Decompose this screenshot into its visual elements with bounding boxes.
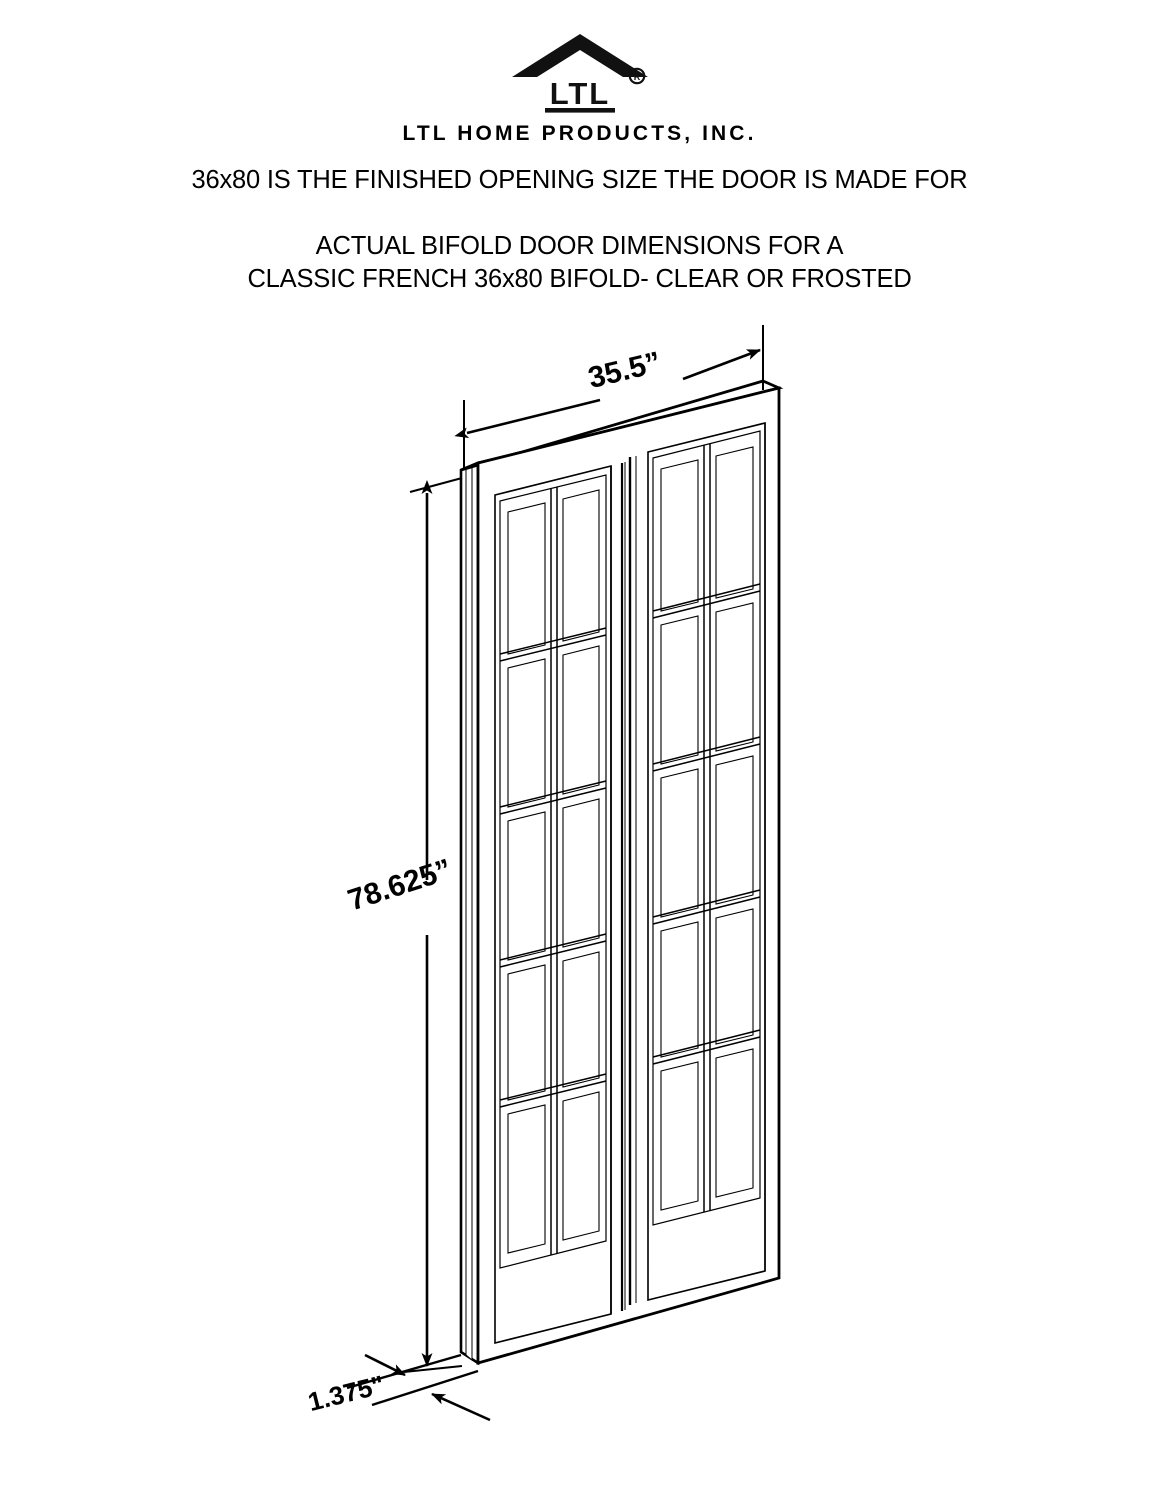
brand-block: R LTL — [0, 28, 1159, 121]
subhead-line-1: ACTUAL BIFOLD DOOR DIMENSIONS FOR A — [315, 232, 844, 260]
headline-finished-opening: 36x80 IS THE FINISHED OPENING SIZE THE D… — [191, 166, 968, 194]
ltl-roof-chevron-logo: R LTL — [505, 28, 655, 116]
subhead-line-2: CLASSIC FRENCH 36x80 BIFOLD- CLEAR OR FR… — [247, 265, 912, 293]
svg-text:LTL: LTL — [549, 76, 610, 111]
company-name: LTL HOME PRODUCTS, INC. — [402, 122, 757, 145]
svg-text:R: R — [633, 72, 640, 82]
